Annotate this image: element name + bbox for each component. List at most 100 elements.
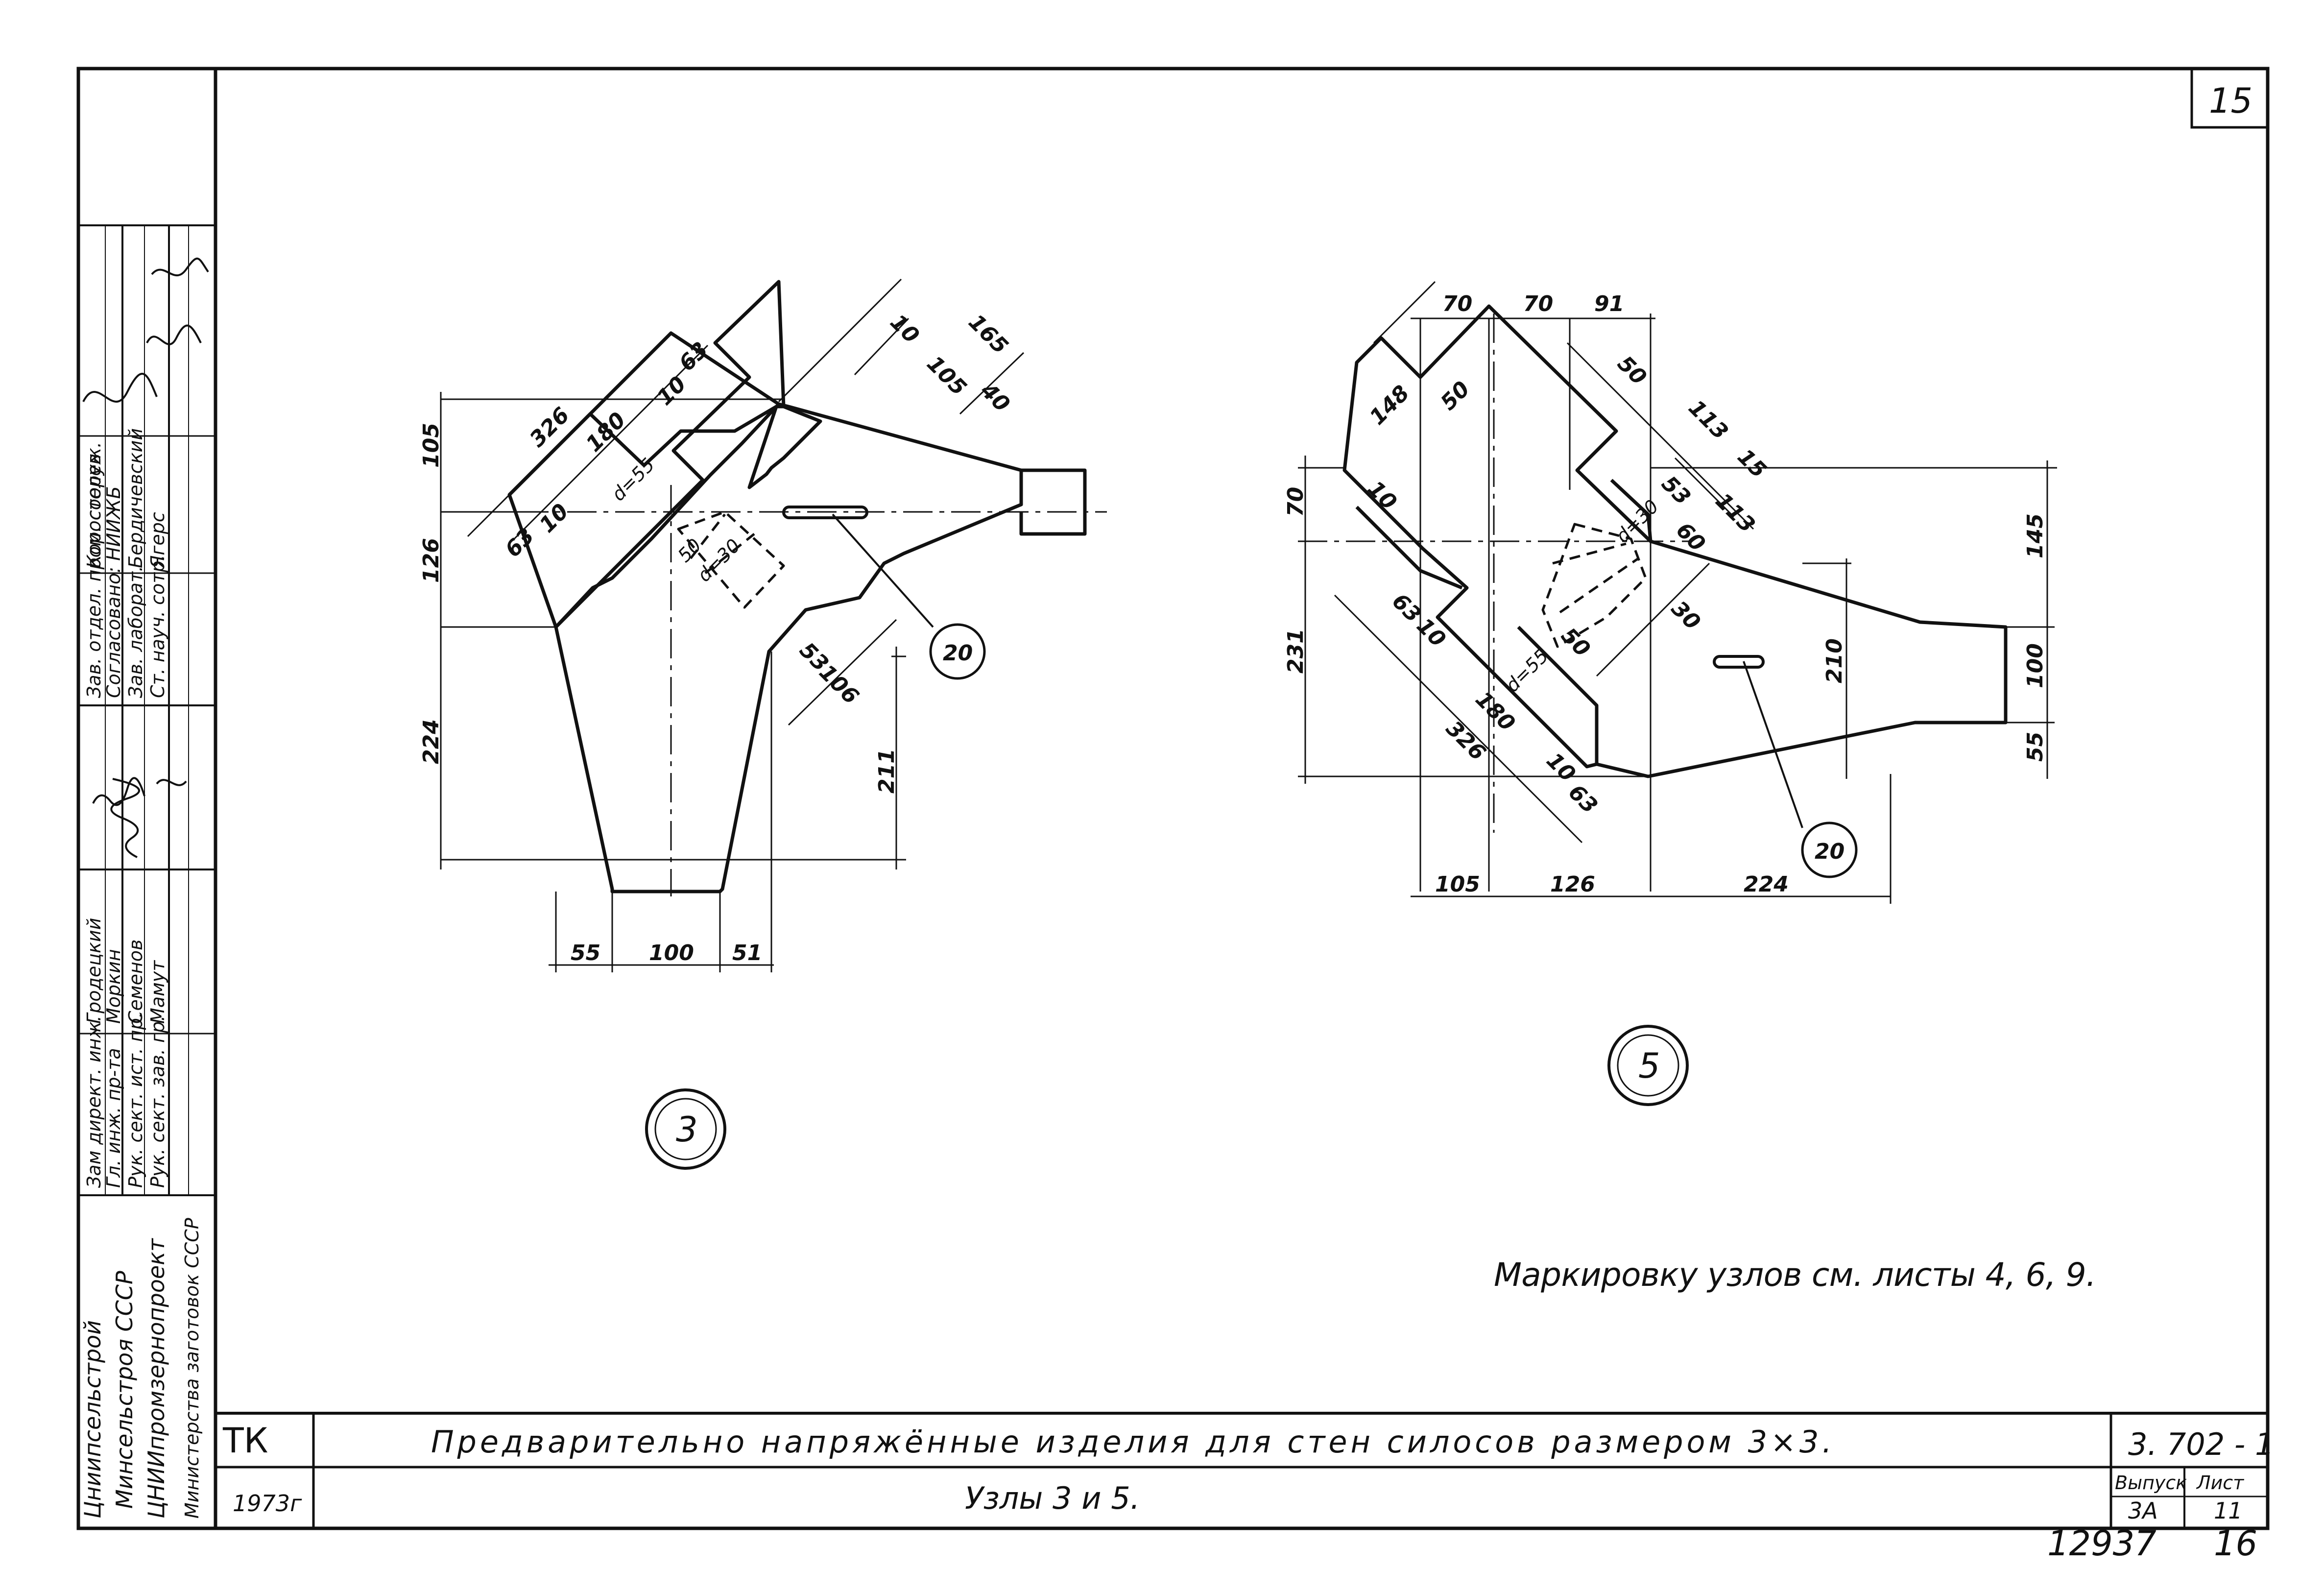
dim-text: 55	[571, 941, 600, 965]
approvals-left: Зам директ. инж. Гл. инж. пр-та Рук. сек…	[83, 918, 168, 1188]
approval-role: Ст. науч. сотр.	[147, 555, 168, 698]
dim-text: 105	[922, 351, 971, 401]
drawing-title: Предварительно напряжённые изделия для с…	[431, 1424, 1832, 1460]
dim-text: 126	[419, 538, 444, 583]
dim-text: 231	[1283, 628, 1308, 674]
marking-note: Маркировку узлов см. листы 4, 6, 9.	[1494, 1256, 2096, 1294]
dim-text: 100	[2023, 643, 2048, 688]
sheet-frame	[76, 67, 2270, 1530]
title-code: ТК	[222, 1421, 268, 1461]
approvals-right: Зав. отдел. пром. сооруж. Согласовано: Н…	[83, 428, 168, 698]
dim-text: 113	[1710, 488, 1760, 538]
organization-block: Цниипсельстрой Минсельстроя СССР ЦНИИпро…	[79, 1218, 203, 1519]
side-stamp	[78, 224, 216, 1196]
dim-text: 100	[649, 941, 694, 965]
dim-text: 51	[732, 941, 762, 965]
node-5-callout-circle	[1801, 821, 1858, 878]
node-5-marker: 5	[1607, 1025, 1689, 1106]
dim-text: 50	[1556, 623, 1595, 662]
node-3-outline	[554, 280, 822, 628]
node-3-inner	[554, 403, 780, 628]
approval-name: Семенов	[125, 940, 146, 1024]
drawing-subtitle: Узлы 3 и 5.	[965, 1480, 1140, 1516]
approval-role: Рук. сект. зав. гр.	[147, 1015, 168, 1188]
organization-line: ЦНИИпромзернопроект	[143, 1238, 169, 1519]
approval-role: Зам директ. инж.	[83, 1015, 105, 1188]
dim-text: 40	[976, 378, 1015, 417]
node-3-marker: 3	[645, 1088, 726, 1170]
dim-text: 55	[2023, 732, 2048, 762]
dim-text: 91	[1594, 291, 1624, 316]
node-5-callout: 20	[1815, 839, 1845, 864]
node-5-hole	[1541, 523, 1647, 648]
approval-role: Согласовано: НИИЖБ	[103, 486, 124, 698]
dim-text: 326	[525, 403, 575, 452]
dim-text: 105	[1435, 872, 1480, 897]
node-3-body	[507, 405, 1087, 893]
dim-text: 224	[1744, 872, 1789, 897]
title-block-frame	[216, 1412, 2268, 1528]
dim-text: 10	[535, 499, 574, 537]
dim-text: 10	[652, 371, 691, 410]
issue-value: 3А	[2128, 1497, 2158, 1524]
organization-line: Цниипсельстрой	[79, 1320, 106, 1519]
approval-name: Мамут	[147, 960, 168, 1024]
dim-text: 50	[673, 534, 705, 566]
approval-name: Бердичевский	[125, 428, 146, 568]
node-5-label: 5	[1638, 1046, 1660, 1086]
sheet-label: Лист	[2196, 1472, 2245, 1494]
dim-text: 63	[674, 337, 713, 376]
dim-text: 63	[501, 523, 539, 562]
dim-text: 210	[1822, 638, 1847, 683]
node-5-dimensions: 70 70 91 70 231 148 50 10 63 10 180 326 …	[1283, 291, 2048, 897]
approval-name: Моркин	[103, 949, 124, 1024]
node-3-callout: 20	[943, 641, 973, 666]
stamp-page: 16	[2214, 1523, 2257, 1564]
dim-text: d=30	[693, 534, 744, 586]
approval-role: Зав. отдел. пром. сооруж.	[83, 442, 105, 698]
approval-role: Гл. инж. пр-та	[103, 1048, 124, 1188]
dim-text: 145	[2023, 513, 2048, 558]
organization-line: Министерства заготовок СССР	[181, 1218, 203, 1519]
dim-text: 165	[963, 310, 1013, 359]
approval-name: Коростелев	[83, 454, 105, 568]
dim-text: d=55	[607, 454, 659, 505]
dim-text: 50	[1612, 351, 1651, 390]
node-3-hole	[677, 510, 785, 609]
dim-text: 10	[1363, 476, 1401, 515]
node-5-drawing	[1298, 281, 2057, 904]
approval-role: Рук. сект. ист. пр.	[125, 1012, 146, 1188]
dim-text: 224	[419, 719, 444, 764]
dim-text: 148	[1365, 381, 1414, 430]
dim-text: 70	[1442, 291, 1472, 316]
dim-text: 211	[874, 748, 899, 794]
dim-text: 15	[1732, 444, 1771, 483]
approval-role: Зав. лаборат.	[125, 566, 146, 698]
dim-text: 105	[419, 423, 444, 468]
doc-number: 3. 702 - 1	[2128, 1426, 2274, 1462]
approval-name: Ягерс	[147, 512, 168, 569]
dim-text: 70	[1283, 487, 1308, 517]
page-number: 15	[2209, 81, 2252, 121]
sheet-value: 11	[2214, 1497, 2243, 1524]
dim-text: 10	[885, 310, 924, 348]
title-year: 1973г	[233, 1490, 302, 1517]
signatures	[82, 258, 209, 858]
node-3-callout-circle	[929, 623, 986, 680]
dim-text: 126	[1550, 872, 1595, 897]
dim-text: 53	[1656, 471, 1695, 510]
dim-text: 50	[1436, 376, 1475, 415]
dim-text: 30	[1666, 596, 1705, 635]
dim-text: 326	[1441, 716, 1490, 766]
stamp-number: 12937	[2047, 1523, 2156, 1564]
dim-text: 70	[1523, 291, 1553, 316]
node-3-drawing	[440, 278, 1107, 972]
dim-text: 10	[1412, 613, 1450, 652]
dim-text: 63	[1563, 780, 1602, 819]
dim-text: 113	[1683, 395, 1733, 445]
organization-line: Минсельстроя СССР	[111, 1271, 138, 1509]
approval-name: Гродецкий	[83, 918, 105, 1024]
dim-text: d=55	[1501, 645, 1553, 696]
node-3-label: 3	[676, 1110, 698, 1150]
